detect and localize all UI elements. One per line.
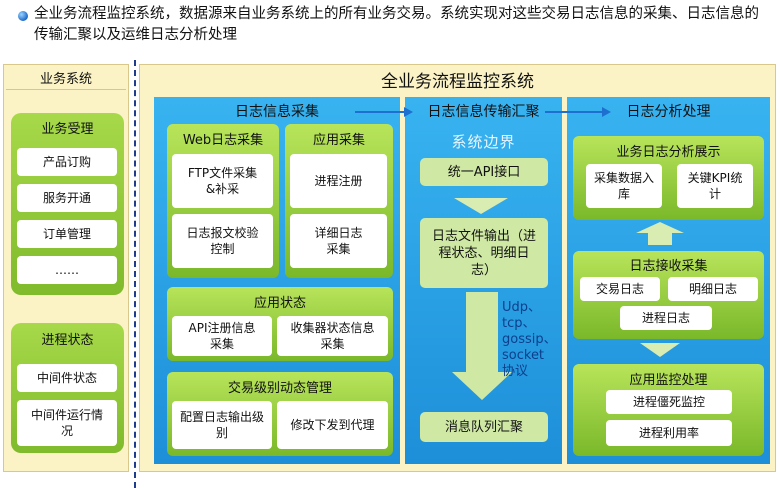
app-status-item: 收集器状态信息采集 bbox=[277, 316, 388, 356]
collection-title: 日志信息采集 bbox=[235, 104, 319, 120]
proc-item: 中间件运行情况 bbox=[17, 400, 117, 446]
app-monitor-title: 应用监控处理 bbox=[629, 372, 708, 388]
title-underline bbox=[6, 89, 126, 90]
app-collect-title: 应用采集 bbox=[312, 132, 365, 148]
up-arrow bbox=[636, 222, 684, 245]
main-system-title: 全业务流程监控系统 bbox=[381, 72, 534, 92]
display-item: 采集数据入库 bbox=[586, 164, 662, 208]
log-receive-title: 日志接收采集 bbox=[629, 258, 708, 274]
queue-arrow bbox=[452, 292, 512, 400]
app-status-item: API注册信息采集 bbox=[172, 316, 272, 356]
intro-text: 全业务流程监控系统，数据源来自业务系统上的所有业务交易。系统实现对这些交易日志信… bbox=[34, 6, 759, 43]
app-collect-item: 详细日志采集 bbox=[290, 214, 387, 268]
business-system-title: 业务系统 bbox=[39, 72, 92, 87]
down-arrow-analysis bbox=[640, 343, 680, 357]
system-boundary-label: 系统边界 bbox=[451, 132, 516, 151]
biz-log-display-title: 业务日志分析展示 bbox=[616, 144, 721, 160]
protocol-label: socket bbox=[502, 348, 545, 363]
web-log-title: Web日志采集 bbox=[182, 132, 264, 148]
trade-level-title: 交易级别动态管理 bbox=[227, 380, 332, 396]
system-divider bbox=[134, 60, 136, 488]
proc-item: 中间件状态 bbox=[17, 364, 117, 392]
web-log-item: FTP文件采集&补采 bbox=[172, 154, 273, 208]
receive-item: 明细日志 bbox=[668, 277, 758, 301]
unified-api-box: 统一API接口 bbox=[420, 158, 548, 186]
trade-level-item: 修改下发到代理 bbox=[277, 401, 388, 449]
protocol-labels: Udp、 tcp、 gossip、 socket 协议 bbox=[502, 300, 562, 380]
bullet-icon bbox=[18, 11, 28, 21]
display-item: 关键KPI统计 bbox=[677, 164, 753, 208]
protocol-label: tcp、 bbox=[502, 316, 536, 331]
process-status-title: 进程状态 bbox=[41, 332, 94, 348]
analysis-title: 日志分析处理 bbox=[626, 104, 711, 120]
biz-item: …… bbox=[17, 256, 117, 284]
protocol-label: Udp、 bbox=[502, 300, 542, 315]
biz-item: 订单管理 bbox=[17, 220, 117, 248]
receive-item: 交易日志 bbox=[580, 277, 660, 301]
biz-item: 产品订购 bbox=[17, 148, 117, 176]
receive-item: 进程日志 bbox=[620, 306, 712, 330]
protocol-label: gossip、 bbox=[502, 332, 557, 347]
protocol-label: 协议 bbox=[502, 364, 529, 379]
monitor-item: 进程僵死监控 bbox=[606, 390, 732, 414]
message-queue-box: 消息队列汇聚 bbox=[420, 412, 548, 442]
transfer-title: 日志信息传输汇聚 bbox=[427, 104, 540, 120]
web-log-item: 日志报文校验控制 bbox=[172, 214, 273, 268]
title-arrow-head bbox=[404, 107, 413, 117]
app-collect-item: 进程注册 bbox=[290, 154, 387, 208]
biz-item: 服务开通 bbox=[17, 184, 117, 212]
trade-level-item: 配置日志输出级别 bbox=[172, 401, 272, 449]
down-arrow bbox=[454, 198, 508, 214]
title-arrow-head bbox=[602, 107, 611, 117]
app-status-title: 应用状态 bbox=[253, 295, 306, 311]
log-file-output-box: 日志文件输出（进程状态、明细日志） bbox=[420, 218, 548, 288]
monitor-item: 进程利用率 bbox=[606, 420, 732, 446]
business-acceptance-title: 业务受理 bbox=[41, 121, 94, 137]
